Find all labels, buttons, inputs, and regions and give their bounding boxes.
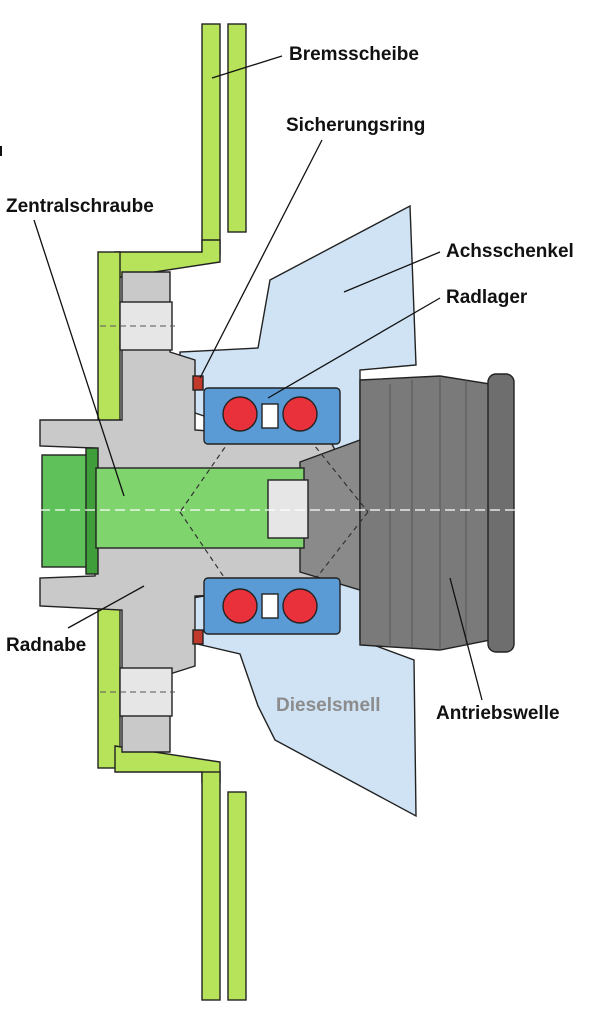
label-brake-disc: Bremsscheibe <box>289 44 419 65</box>
central-bolt-shape <box>40 447 590 575</box>
watermark-text: Dieselsmell <box>276 695 381 716</box>
leader-drive-shaft <box>449 577 483 701</box>
leader-brake-disc <box>211 55 283 79</box>
label-wheel-hub: Radnabe <box>6 635 86 656</box>
label-wheel-bearing: Radlager <box>446 287 528 308</box>
label-retaining-ring: Sicherungsring <box>286 115 425 136</box>
leader-wheel-hub <box>67 585 145 629</box>
wheel-studs <box>100 301 175 717</box>
retaining-ring-shape <box>192 375 204 645</box>
label-steering-knuckle: Achsschenkel <box>446 241 574 262</box>
label-drive-shaft: Antriebswelle <box>436 703 560 724</box>
leader-steering-knuckle <box>343 251 441 293</box>
wheel-bearing-shape <box>203 387 341 635</box>
leader-central-bolt <box>33 219 125 497</box>
drive-shaft-shape <box>299 373 515 653</box>
leader-wheel-bearing <box>267 297 441 399</box>
leader-retaining-ring <box>199 139 323 379</box>
label-central-bolt: Zentralschraube <box>6 196 154 217</box>
bearing-contact-lines <box>179 439 369 587</box>
